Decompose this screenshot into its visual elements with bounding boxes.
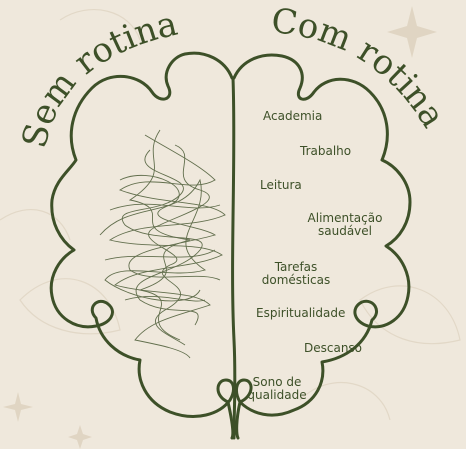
brain-outline: [49, 51, 412, 440]
background-leaves: [0, 9, 461, 421]
sparkle-icon-small: [3, 392, 33, 422]
routine-item-espiritualidade: Espiritualidade: [256, 306, 346, 320]
sparkle-icon: [387, 6, 437, 58]
routine-item-trabalho: Trabalho: [300, 144, 352, 158]
routine-item-academia: Academia: [263, 109, 323, 123]
routine-item-alimentacao: Alimentação saudável: [307, 211, 383, 238]
sparkle-icon-bottom: [68, 425, 92, 449]
routine-item-leitura: Leitura: [260, 178, 302, 192]
routine-item-descanso: Descanso: [304, 341, 363, 355]
routine-item-tarefas: Tarefas domésticas: [261, 260, 331, 287]
title-sem-rotina: Sem rotina: [15, 4, 182, 152]
chaos-scribble: [99, 129, 226, 359]
routine-item-sono: Sono de qualidade: [247, 375, 307, 402]
